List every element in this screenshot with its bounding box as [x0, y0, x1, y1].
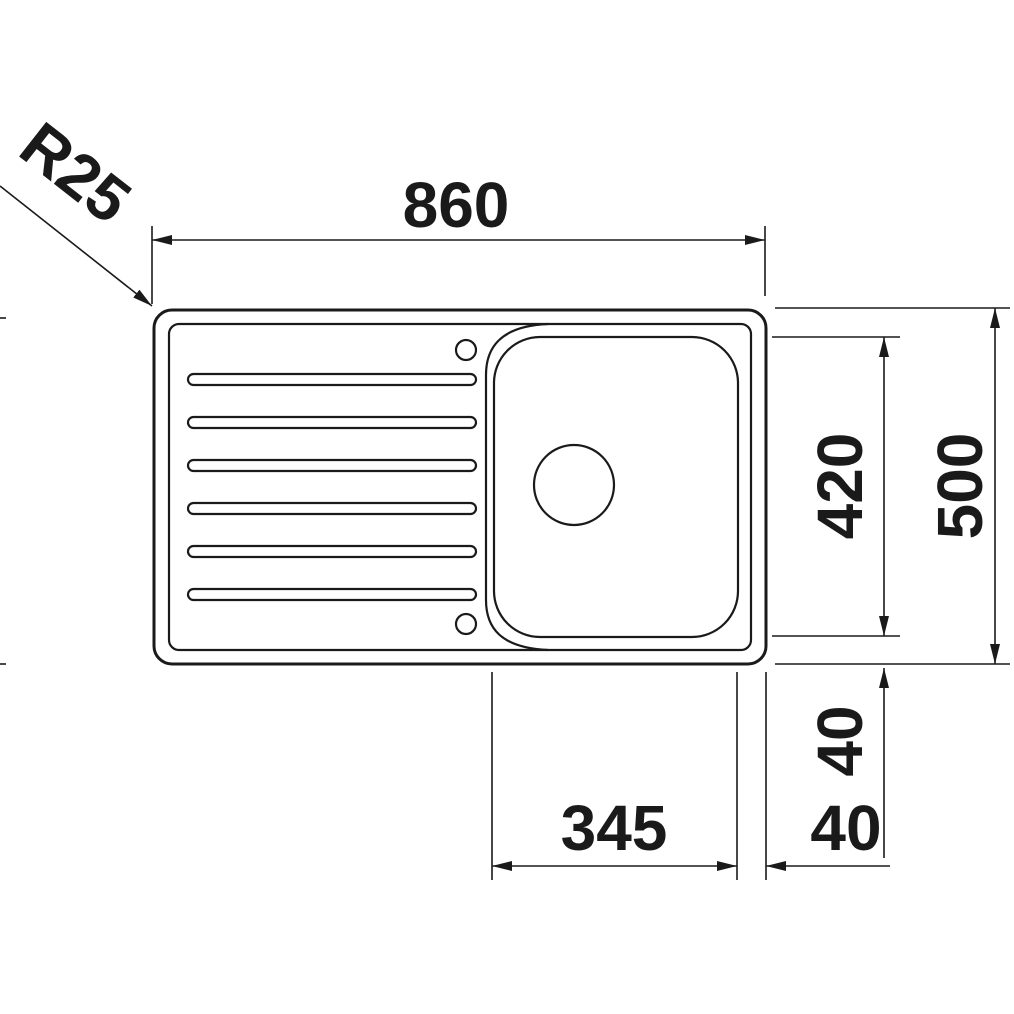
- corner-radius-leader: [0, 185, 153, 307]
- bowl-width-label: 345: [561, 792, 668, 864]
- drainer-groove: [186, 415, 478, 430]
- drainer-groove: [186, 501, 478, 516]
- tap-hole-top: [454, 338, 478, 362]
- depth-label: 500: [924, 433, 996, 540]
- corner-radius-label: R25: [7, 108, 144, 237]
- tap-hole-bottom: [454, 612, 478, 636]
- edge-offset-label: 40: [810, 792, 881, 864]
- width-label: 860: [403, 169, 510, 241]
- sink-outer-rim: [152, 308, 768, 666]
- drainer-groove: [186, 372, 478, 387]
- drainer-groove: [186, 587, 478, 602]
- bowl-depth-label: 420: [804, 433, 876, 540]
- bowl-surround: [484, 322, 549, 652]
- sink-inner-rim: [167, 322, 753, 652]
- drain-hole: [532, 443, 616, 527]
- drainer-groove: [186, 544, 478, 559]
- bottom-offset-label: 40: [804, 705, 876, 776]
- sink-bowl: [492, 335, 740, 639]
- drainer-groove: [186, 458, 478, 473]
